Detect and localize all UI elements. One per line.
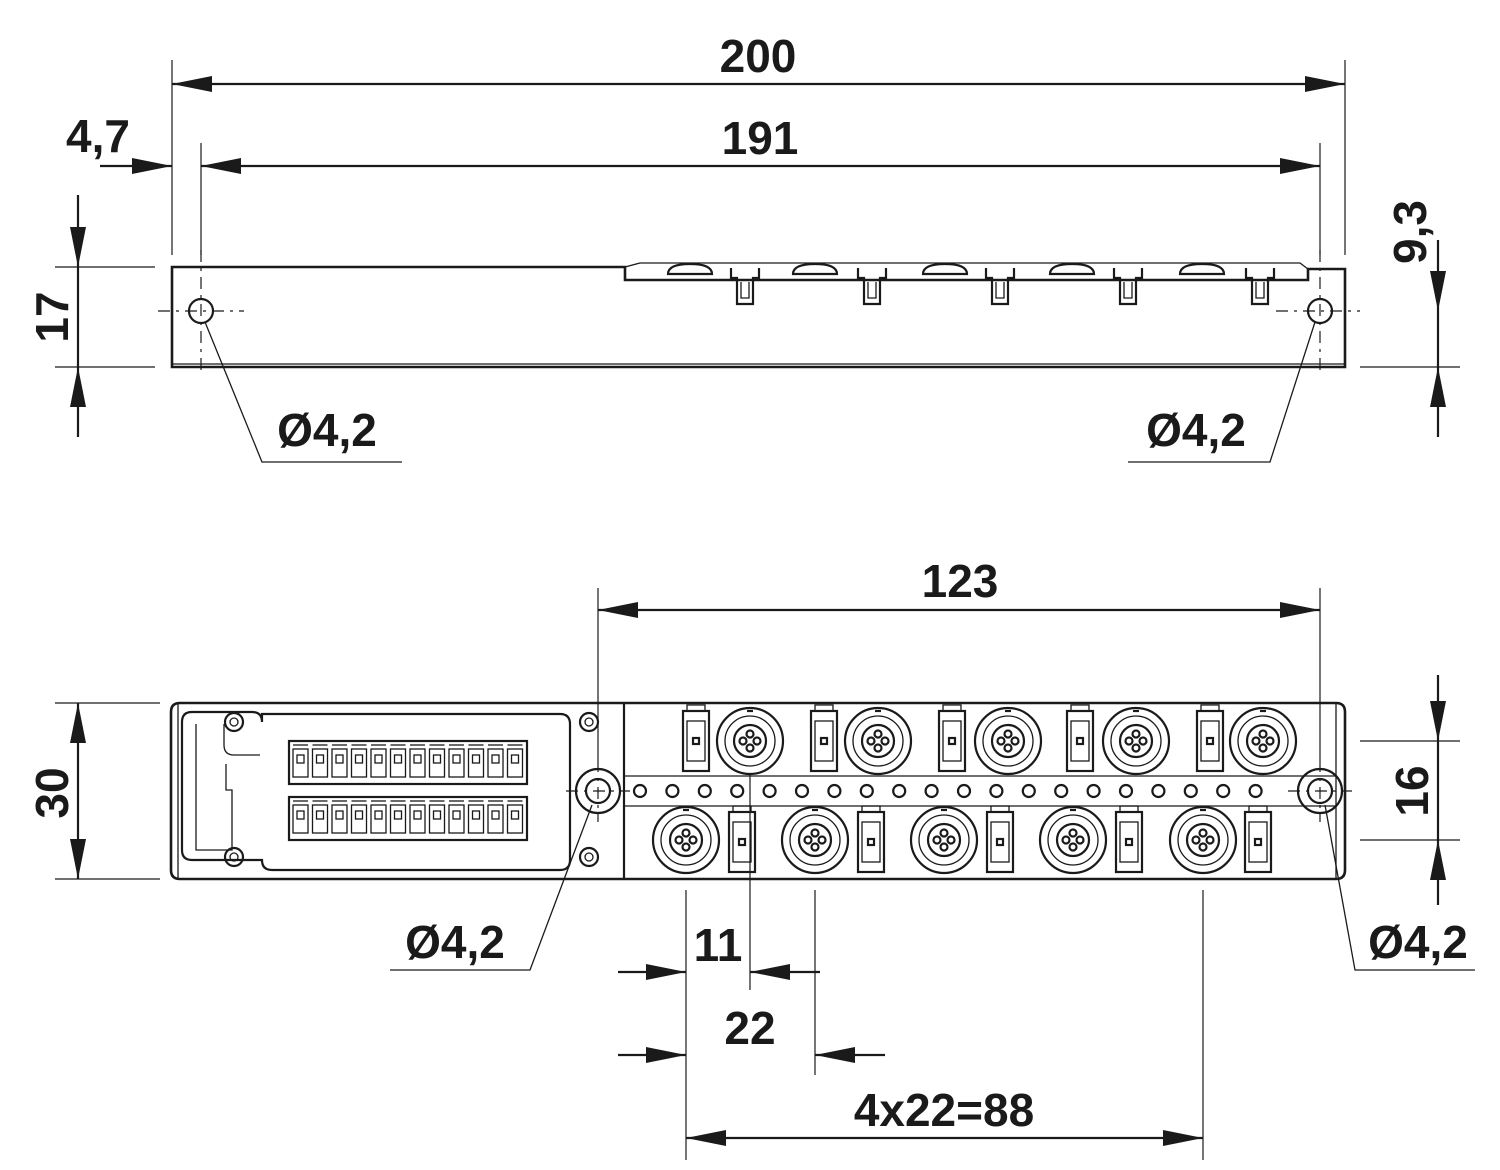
label-hole-front-left: Ø4,2 xyxy=(405,916,505,968)
dim-total-pitch: 4x22=88 xyxy=(854,1084,1034,1136)
dim-overall-length: 200 xyxy=(720,30,797,82)
label-hole-front-right: Ø4,2 xyxy=(1368,916,1468,968)
dim-port-span: 123 xyxy=(922,555,999,607)
dim-hole-spacing: 191 xyxy=(722,112,799,164)
dim-hole-height: 9,3 xyxy=(1384,200,1436,264)
dim-width: 30 xyxy=(26,767,78,818)
dim-hole-offset: 4,7 xyxy=(66,110,130,162)
dim-hole-row-height: 16 xyxy=(1386,765,1438,816)
dim-pitch: 22 xyxy=(724,1002,775,1054)
label-hole-top-right: Ø4,2 xyxy=(1146,404,1246,456)
dim-side-height: 17 xyxy=(26,291,78,342)
dim-half-pitch: 11 xyxy=(694,919,743,971)
side-view: 200 191 4,7 17 9,3 Ø4,2 Ø4,2 xyxy=(26,30,1460,463)
label-hole-top-left: Ø4,2 xyxy=(277,404,377,456)
front-view: 123 30 16 Ø4,2 Ø4,2 11 22 xyxy=(26,555,1475,1160)
